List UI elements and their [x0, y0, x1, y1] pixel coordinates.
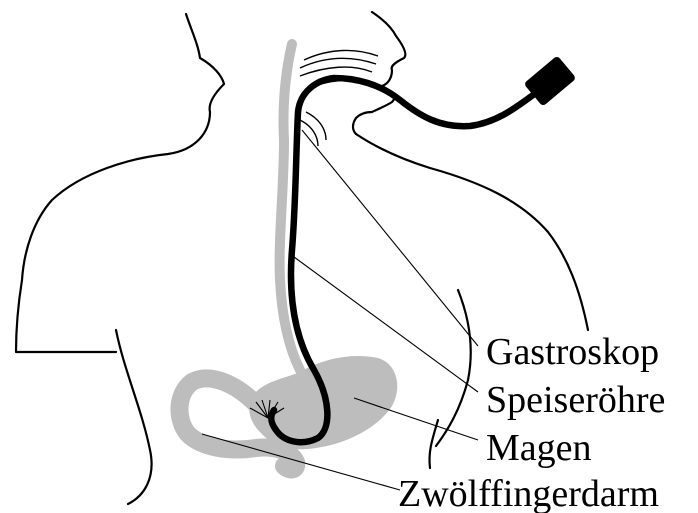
leader-line-gastroscope: [302, 130, 478, 346]
shoulder-right-outline: [356, 134, 588, 330]
torso-left-outline: [116, 330, 152, 504]
head-cavity: [300, 50, 378, 146]
duodenum-inner-loop: [206, 400, 226, 418]
palate-line: [300, 67, 372, 76]
label-esophagus: Speiseröhre: [486, 379, 665, 421]
label-stomach: Magen: [486, 427, 592, 469]
label-duodenum: Zwölffingerdarm: [398, 473, 659, 513]
label-gastroscope: Gastroskop: [486, 331, 659, 373]
torso-right-outline: [436, 290, 471, 446]
face-profile-outline: [353, 12, 405, 134]
neck-left-outline: [16, 14, 224, 352]
throat-line-2: [300, 120, 318, 146]
nasal-passage-line-2: [300, 58, 376, 68]
